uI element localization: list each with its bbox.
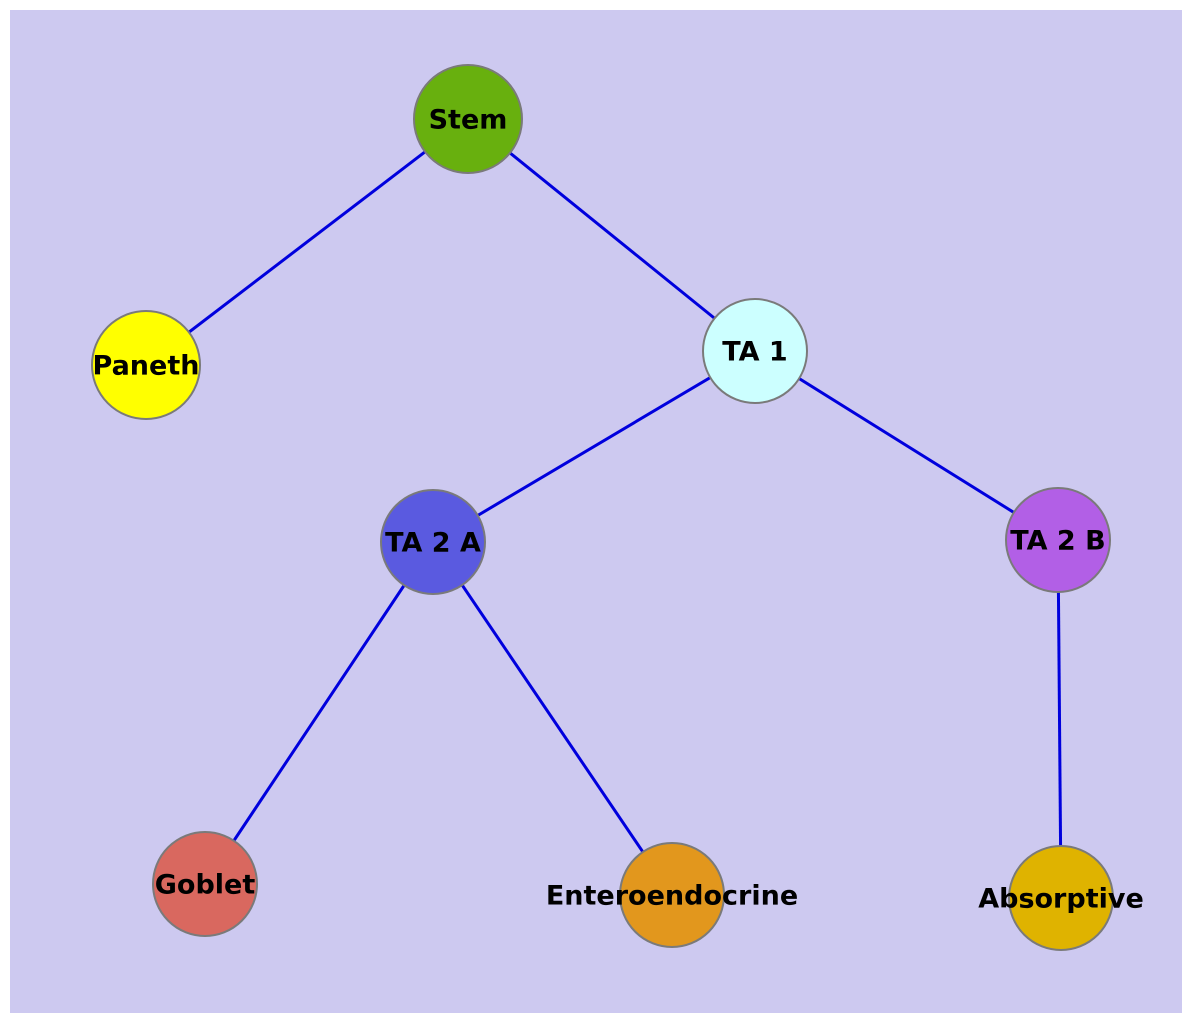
node-circle-enteroendocrine — [619, 842, 725, 948]
node-circle-goblet — [152, 831, 258, 937]
node-label-ta1: TA 1 — [722, 336, 787, 367]
edge-ta2a-goblet — [203, 541, 435, 885]
node-label-ta2b: TA 2 B — [1010, 525, 1105, 556]
node-label-stem: Stem — [429, 104, 508, 135]
node-ta2a: TA 2 A — [380, 489, 486, 595]
node-label-ta2a: TA 2 A — [385, 527, 481, 558]
node-ta2b: TA 2 B — [1005, 487, 1111, 593]
node-goblet: Goblet — [152, 831, 258, 937]
node-circle-ta2a — [380, 489, 486, 595]
node-paneth: Paneth — [91, 310, 201, 420]
node-absorptive: Absorptive — [978, 845, 1144, 951]
node-circle-ta2b — [1005, 487, 1111, 593]
node-circle-stem — [413, 64, 523, 174]
node-ta1: TA 1 — [702, 298, 808, 404]
node-label-goblet: Goblet — [155, 869, 256, 900]
edge-ta1-ta2a — [432, 349, 756, 544]
node-circle-ta1 — [702, 298, 808, 404]
edge-stem-paneth — [145, 117, 469, 367]
node-enteroendocrine: Enteroendocrine — [546, 842, 798, 948]
edge-ta2b-absorptive — [1056, 539, 1063, 899]
edge-ta1-ta2b — [754, 349, 1059, 542]
edge-stem-ta1 — [467, 117, 756, 353]
node-stem: Stem — [413, 64, 523, 174]
node-label-enteroendocrine: Enteroendocrine — [546, 880, 798, 911]
node-label-absorptive: Absorptive — [978, 883, 1144, 914]
node-circle-paneth — [91, 310, 201, 420]
node-label-paneth: Paneth — [93, 350, 200, 381]
edge-ta2a-enteroendocrine — [431, 541, 674, 896]
node-circle-absorptive — [1008, 845, 1114, 951]
